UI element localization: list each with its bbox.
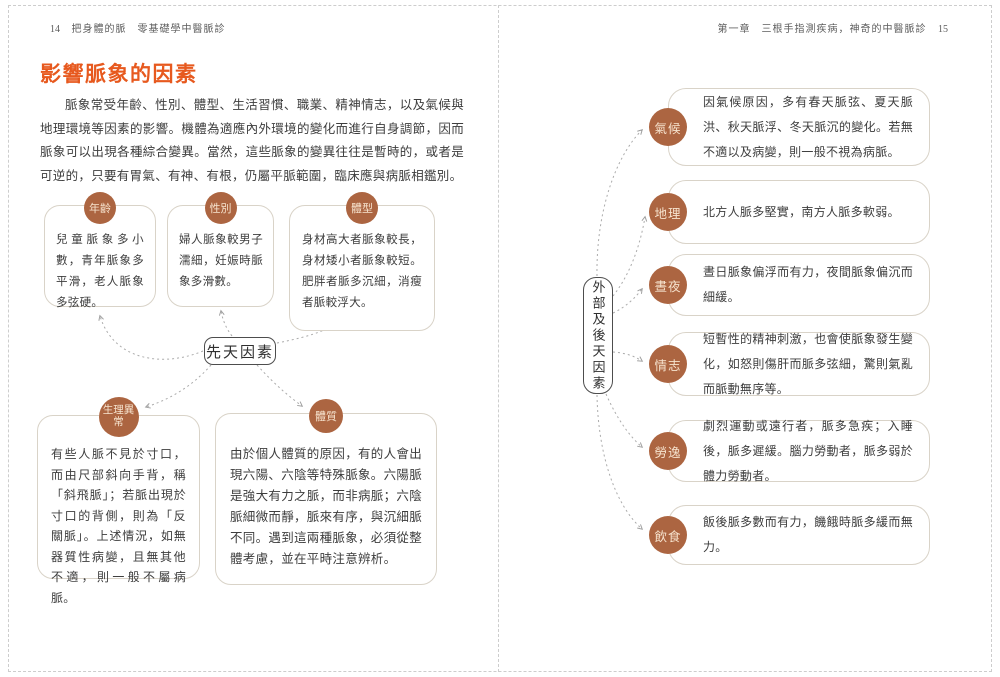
factor-box-geography: 地理 北方人脈多堅實，南方人脈多軟弱。 <box>649 180 930 244</box>
connector-innate-to-age <box>98 314 204 360</box>
factor-label-build: 體型 <box>351 203 373 215</box>
factor-box-daynight: 晝夜 晝日脈象偏浮而有力，夜間脈象偏沉而細緩。 <box>649 254 930 316</box>
external-factors-node: 外部及後天因素 <box>583 277 613 394</box>
factor-badge-gender: 性別 <box>204 192 237 224</box>
factor-badge-geography: 地理 <box>649 193 687 231</box>
innate-factors-node: 先天因素 <box>204 337 276 365</box>
connector-external-to-climate <box>596 129 643 277</box>
left-running-title: 把身體的脈 零基礎學中醫脈診 <box>71 24 226 35</box>
factor-box-exertion: 勞逸 劇烈運動或遠行者，脈多急疾；入睡後，脈多遲緩。腦力勞動者，脈多弱於體力勞動… <box>649 419 930 483</box>
right-page-header: 第一章 三根手指測疾病，神奇的中醫脈診 15 <box>718 20 957 35</box>
factor-label-climate: 氣候 <box>654 121 682 136</box>
factor-box-climate: 氣候 因氣候原因，多有春天脈弦、夏天脈洪、秋天脈浮、冬天脈沉的變化。若無不適以及… <box>649 88 930 166</box>
factor-text-gender: 婦人脈象較男子濡細，妊娠時脈象多滑數。 <box>179 234 263 288</box>
factor-box-physiology: 生理異常 有些人脈不見於寸口，而由尺部斜向手背，稱「斜飛脈」；若脈出現於寸口的背… <box>37 397 200 605</box>
factor-text-diet: 飯後脈多數而有力，饑餓時脈多緩而無力。 <box>703 515 913 554</box>
factor-box-diet: 飲食 飯後脈多數而有力，饑餓時脈多緩而無力。 <box>649 505 930 565</box>
factor-badge-physiology: 生理異常 <box>98 397 139 437</box>
factor-text-build: 身材高大者脈象較長，身材矮小者脈象較短。肥胖者脈多沉細，消瘦者脈較浮大。 <box>302 234 422 309</box>
factor-text-geography: 北方人脈多堅實，南方人脈多軟弱。 <box>703 204 900 219</box>
factor-label-physiology: 生理異常 <box>102 405 135 428</box>
connector-external-to-daynight <box>612 287 643 314</box>
section-title: 影響脈象的因素 <box>40 63 198 86</box>
factor-box-gender: 性別 婦人脈象較男子濡細，妊娠時脈象多滑數。 <box>167 192 274 307</box>
factor-label-exertion: 勞逸 <box>654 445 682 460</box>
left-page-number: 14 <box>50 24 60 35</box>
factor-label-daynight: 晝夜 <box>654 279 682 294</box>
factor-text-daynight: 晝日脈象偏浮而有力，夜間脈象偏沉而細緩。 <box>703 265 913 304</box>
factor-label-diet: 飲食 <box>654 529 682 544</box>
factor-label-age: 年齡 <box>89 203 111 215</box>
external-factors-label: 外部及後天因素 <box>590 279 606 392</box>
left-page-header: 14 把身體的脈 零基礎學中醫脈診 <box>42 20 226 35</box>
factor-box-age: 年齡 兒童脈象多小數，青年脈象多平滑，老人脈象多弦硬。 <box>44 192 156 309</box>
factor-badge-daynight: 晝夜 <box>649 266 687 304</box>
connector-innate-to-gender <box>218 309 233 337</box>
connector-external-to-exertion <box>605 393 644 448</box>
factor-badge-constitution: 體質 <box>309 399 343 433</box>
factor-badge-age: 年齡 <box>84 192 116 224</box>
factor-badge-emotion: 情志 <box>649 345 687 383</box>
right-running-title: 第一章 三根手指測疾病，神奇的中醫脈診 <box>717 24 927 35</box>
innate-factors-label: 先天因素 <box>205 344 274 361</box>
connector-innate-to-physiology <box>144 364 212 409</box>
factor-box-constitution: 體質 由於個人體質的原因，有的人會出現六陽、六陰等特殊脈象。六陽脈是強大有力之脈… <box>215 399 437 585</box>
factor-text-climate: 因氣候原因，多有春天脈弦、夏天脈洪、秋天脈浮、冬天脈沉的變化。若無不適以及病變，… <box>703 94 913 159</box>
factor-text-constitution: 由於個人體質的原因，有的人會出現六陽、六陰等特殊脈象。六陽脈是強大有力之脈，而非… <box>230 447 423 566</box>
factor-text-exertion: 劇烈運動或遠行者，脈多急疾；入睡後，脈多遲緩。腦力勞動者，脈多弱於體力勞動者。 <box>703 418 913 483</box>
factor-badge-diet: 飲食 <box>649 516 687 554</box>
factor-badge-climate: 氣候 <box>649 108 687 146</box>
connector-external-to-geography <box>612 215 648 297</box>
factor-text-emotion: 短暫性的精神刺激，也會使脈象發生變化，如怒則傷肝而脈多弦細，驚則氣亂而脈動無序等… <box>703 331 913 396</box>
factor-text-age: 兒童脈象多小數，青年脈象多平滑，老人脈象多弦硬。 <box>56 234 144 309</box>
factor-label-gender: 性別 <box>209 203 232 215</box>
connector-innate-to-constitution <box>256 364 304 407</box>
factor-label-geography: 地理 <box>654 206 682 221</box>
factor-badge-build: 體型 <box>346 192 378 224</box>
connector-innate-to-build <box>276 309 348 344</box>
connector-external-to-emotion <box>612 351 644 362</box>
right-page-number: 15 <box>938 24 948 35</box>
factor-badge-exertion: 勞逸 <box>649 432 687 470</box>
connector-external-to-diet <box>596 394 644 530</box>
factor-box-emotion: 情志 短暫性的精神刺激，也會使脈象發生變化，如怒則傷肝而脈多弦細，驚則氣亂而脈動… <box>649 332 930 396</box>
intro-paragraph: 脈象常受年齡、性別、體型、生活習慣、職業、精神情志，以及氣候與地理環境等因素的影… <box>40 98 464 183</box>
factor-box-build: 體型 身材高大者脈象較長，身材矮小者脈象較短。肥胖者脈多沉細，消瘦者脈較浮大。 <box>289 192 435 331</box>
factor-text-physiology: 有些人脈不見於寸口，而由尺部斜向手背，稱「斜飛脈」；若脈出現於寸口的背側，則為「… <box>51 447 186 605</box>
factor-label-constitution: 體質 <box>315 411 337 423</box>
factor-label-emotion: 情志 <box>654 358 682 373</box>
